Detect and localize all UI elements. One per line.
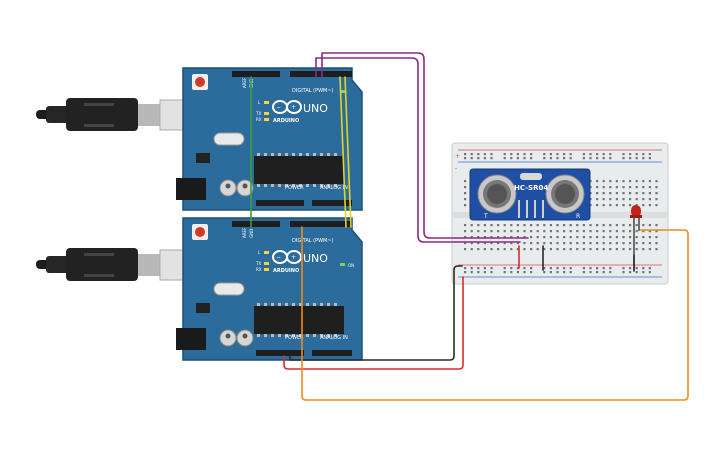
arduino-logo: − + bbox=[272, 250, 302, 264]
tx-label: TX bbox=[255, 261, 261, 266]
sensor-r-label: R bbox=[576, 213, 580, 220]
purple-wire-2 bbox=[321, 52, 529, 239]
yellow-wire-1 bbox=[339, 76, 347, 228]
on-label: ON bbox=[348, 263, 354, 268]
arduino-board-bottom: AREF GND DIGITAL (PWM~) − + UNO ARDUINO … bbox=[176, 217, 363, 361]
orange-wire bbox=[301, 226, 689, 401]
analog-label: ANALOG IN bbox=[320, 335, 348, 341]
svg-text:−: − bbox=[276, 254, 281, 261]
l-label: L bbox=[258, 100, 261, 105]
rx-label: RX bbox=[256, 117, 262, 122]
arduino-board-top: AREF GND DIGITAL (PWM~) − + UNO ARDUINO … bbox=[176, 67, 363, 211]
gnd-label: GND bbox=[249, 229, 254, 238]
red-wire-board bbox=[283, 276, 464, 370]
digital-label: DIGITAL (PWM~) bbox=[292, 238, 334, 244]
aref-label: AREF bbox=[242, 227, 247, 238]
usb-cable-top bbox=[36, 98, 199, 131]
board-brand: ARDUINO bbox=[273, 118, 299, 124]
l-label: L bbox=[258, 250, 261, 255]
board-name: UNO bbox=[303, 252, 328, 265]
sensor-t-label: T bbox=[483, 213, 488, 220]
yellow-wire-2 bbox=[344, 76, 352, 228]
plus-label: + bbox=[455, 153, 460, 160]
rx-label: RX bbox=[256, 267, 262, 272]
tx-label: TX bbox=[255, 111, 261, 116]
sensor-model: HC-SR04 bbox=[514, 184, 548, 192]
arduino-logo: − + bbox=[272, 100, 302, 114]
usb-cable-bottom bbox=[36, 248, 199, 281]
svg-text:+: + bbox=[291, 104, 296, 111]
aref-label: AREF bbox=[242, 77, 247, 88]
minus-label: - bbox=[455, 165, 457, 172]
black-wire-board bbox=[289, 265, 463, 361]
svg-text:+: + bbox=[291, 254, 296, 261]
power-label: POWER bbox=[285, 185, 304, 191]
analog-label: ANALOG IN bbox=[320, 185, 348, 191]
power-label: POWER bbox=[285, 335, 304, 341]
purple-wire-1 bbox=[315, 57, 521, 243]
digital-label: DIGITAL (PWM~) bbox=[292, 88, 334, 94]
board-name: UNO bbox=[303, 102, 328, 115]
board-brand: ARDUINO bbox=[273, 268, 299, 274]
svg-text:−: − bbox=[276, 104, 281, 111]
ultrasonic-sensor: HC-SR04 T R bbox=[469, 168, 591, 221]
